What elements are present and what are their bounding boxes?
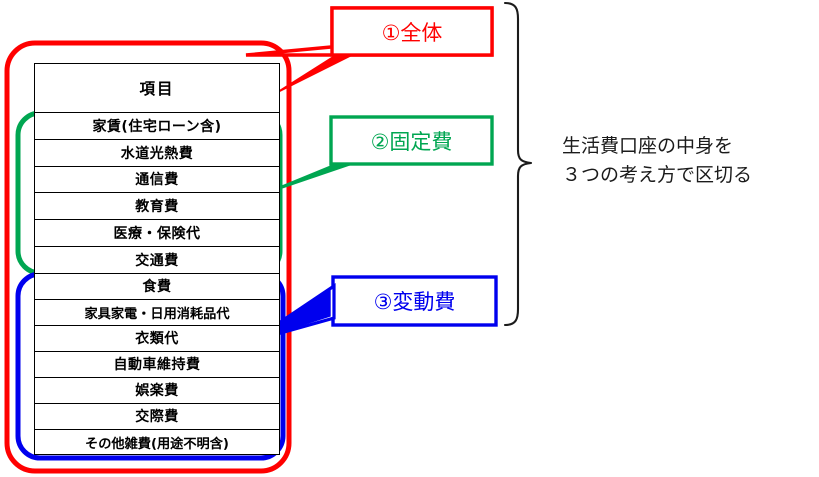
table-row: 衣類代 [35,326,279,352]
table-row: 医療・保険代 [35,220,279,247]
table-row: 自動車維持費 [35,352,279,378]
table-row: 通信費 [35,167,279,194]
table-row: その他雑費(用途不明含) [85,437,229,453]
table-row: 食費 [35,274,279,300]
table-row: 家具家電・日用消耗品代 [35,300,279,326]
table-row: 水道光熱費 [35,140,279,167]
callout-tail-overall [275,54,353,94]
table-row: 娯楽費 [35,378,279,404]
table-row: 家賃(住宅ローン含) [35,113,279,140]
table-row: 教育費 [35,193,279,221]
table-header-cell: 項目 [35,64,279,113]
callout-label-fixed: ②固定費 [370,130,453,154]
table-row: 交際費 [35,404,279,430]
table-row: 交通費 [35,247,279,274]
callout-label-variable: ③変動費 [373,290,456,314]
scope-description: 生活費口座の中身を ３つの考え方で区切る [562,135,753,187]
callout-label-overall: ①全体 [381,21,443,45]
expense-item-table: 項目 家賃(住宅ローン含) 水道光熱費 通信費 教育費 医療・保険代 交通費 食… [34,63,280,455]
scope-brace [503,1,533,327]
